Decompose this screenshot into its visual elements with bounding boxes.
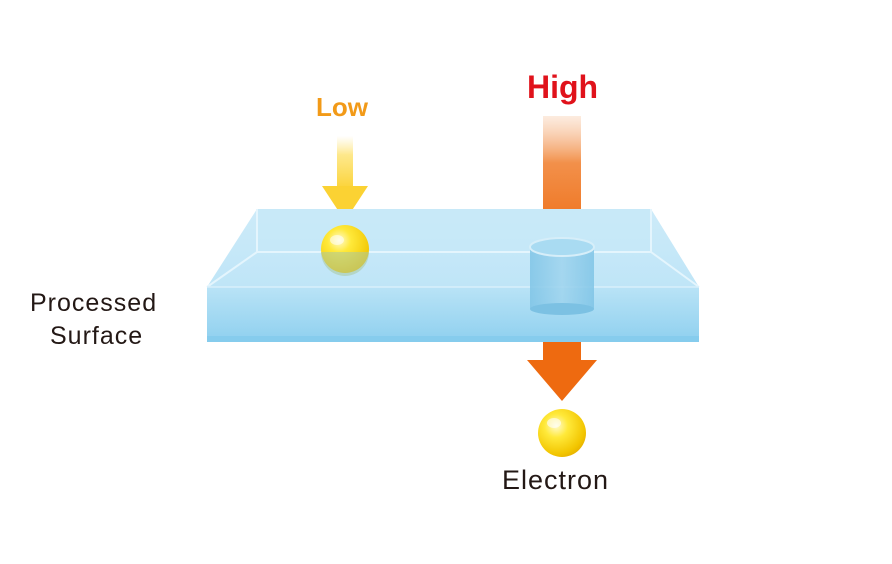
low-energy-beam bbox=[322, 136, 368, 221]
low-energy-label: Low bbox=[316, 92, 368, 122]
processed-surface-label-line2: Surface bbox=[50, 322, 144, 350]
processed-surface-slab bbox=[206, 209, 700, 342]
ejected-electron bbox=[538, 409, 586, 457]
high-energy-label: High bbox=[527, 69, 599, 105]
electron-label: Electron bbox=[502, 465, 610, 495]
processed-surface-label: Processed Surface bbox=[30, 287, 157, 353]
surface-electron bbox=[321, 225, 369, 276]
high-energy-beam-lower bbox=[527, 342, 597, 401]
processed-surface-label-line1: Processed bbox=[30, 289, 158, 317]
beam-hole bbox=[529, 237, 595, 315]
